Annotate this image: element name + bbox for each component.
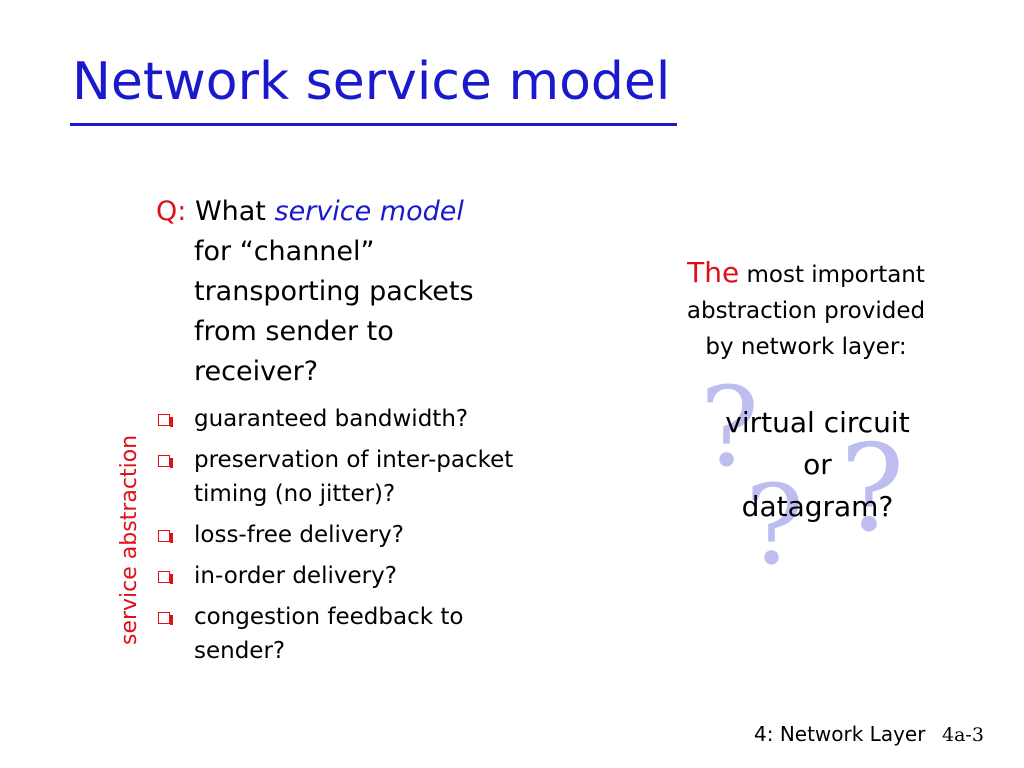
abstraction-note: The most important abstraction provided … xyxy=(652,255,960,365)
note-text-1: most important xyxy=(746,262,925,288)
bullet-item: preservation of inter-packet timing (no … xyxy=(156,443,596,511)
page-number: 4a-3 xyxy=(942,724,984,746)
bullet-item: guaranteed bandwidth? xyxy=(156,402,596,436)
vc-or-datagram: virtual circuit or datagram? xyxy=(680,402,955,528)
abstraction-note-line-3: by network layer: xyxy=(705,334,907,360)
title-underline xyxy=(70,123,677,126)
bullet-text: in-order delivery? xyxy=(194,563,397,589)
question-line-2: for “channel” xyxy=(194,236,375,267)
abstraction-note-line-1: The most important xyxy=(652,255,960,293)
question-emphasis: service model xyxy=(274,196,464,227)
question-mark-decoration: ? xyxy=(840,420,905,559)
bullet-text-cont: timing (no jitter)? xyxy=(194,481,396,507)
bullet-item: loss-free delivery? xyxy=(156,518,596,552)
the-word: The xyxy=(687,256,740,289)
bullet-text: loss-free delivery? xyxy=(194,522,404,548)
question-line-3: transporting packets xyxy=(194,276,474,307)
bullet-item: congestion feedback to sender? xyxy=(156,600,596,668)
checkbox-bullet-icon xyxy=(158,571,173,584)
question-block: Q: What service model for “channel” tran… xyxy=(156,192,576,392)
bullet-text: guaranteed bandwidth? xyxy=(194,406,469,432)
side-label-service-abstraction: service abstraction xyxy=(117,434,142,645)
abstraction-note-line-2: abstraction provided xyxy=(686,298,926,324)
bullet-text-cont: sender? xyxy=(194,638,286,664)
checkbox-bullet-icon xyxy=(158,612,173,625)
slide-title: Network service model xyxy=(72,52,671,112)
vc-line-2: or xyxy=(803,448,832,481)
checkbox-bullet-icon xyxy=(158,414,173,427)
vc-line-1: virtual circuit xyxy=(725,406,910,439)
checkbox-bullet-icon xyxy=(158,455,173,468)
bullet-list: guaranteed bandwidth? preservation of in… xyxy=(156,402,596,675)
bullet-text: preservation of inter-packet xyxy=(194,447,514,473)
question-line-1: Q: What service model xyxy=(156,192,576,232)
bullet-text: congestion feedback to xyxy=(194,604,464,630)
question-line-5: receiver? xyxy=(194,356,319,387)
question-line-4: from sender to xyxy=(194,316,394,347)
checkbox-bullet-icon xyxy=(158,530,173,543)
footer-chapter: 4: Network Layer xyxy=(754,722,926,746)
question-what: What xyxy=(194,196,266,227)
vc-line-3: datagram? xyxy=(741,490,894,523)
question-mark-decoration: ? xyxy=(745,461,804,589)
bullet-item: in-order delivery? xyxy=(156,559,596,593)
question-mark-decoration: ? xyxy=(700,363,759,491)
q-label: Q: xyxy=(156,196,187,227)
